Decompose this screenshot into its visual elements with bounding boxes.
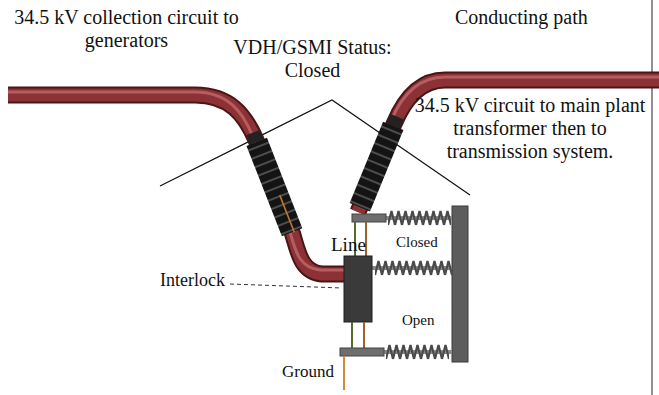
coil: [388, 209, 451, 227]
circuit-label: 34.5 kV collection circuit to generators: [14, 6, 239, 52]
cable-highlight: [8, 92, 346, 270]
spring-coil: [388, 209, 451, 227]
frame-plate: [452, 206, 468, 362]
bushing: [243, 129, 303, 238]
part-label: Interlock: [160, 270, 225, 291]
circuit-label: 34.5 kV circuit to main plant transforme…: [414, 94, 646, 163]
line-contact: [352, 214, 386, 222]
link-wire: [363, 322, 365, 348]
ground-contact: [340, 348, 384, 356]
spring-coil: [375, 259, 452, 277]
coil: [386, 343, 449, 361]
status-label: VDH/GSMI Status: Closed: [225, 36, 400, 82]
terminal-label: Line: [331, 234, 366, 256]
ground-wire: [343, 356, 345, 390]
bushing-body: [246, 138, 302, 236]
bushing: [350, 112, 408, 211]
leader-line: [230, 284, 342, 288]
spring-coil: [386, 343, 449, 361]
interlock-box: [344, 256, 372, 322]
coil: [375, 259, 452, 277]
conductor-line: [280, 195, 295, 232]
terminal-label: Ground: [282, 362, 334, 382]
border-line: [652, 0, 653, 395]
cable-left: [8, 92, 346, 274]
link-wire: [351, 322, 353, 348]
position-label: Closed: [396, 234, 438, 251]
path-label: Conducting path: [455, 6, 588, 29]
switch-body: [340, 206, 468, 390]
bushing-body: [350, 122, 404, 212]
position-label: Open: [402, 312, 435, 329]
cable-right: [358, 77, 659, 212]
